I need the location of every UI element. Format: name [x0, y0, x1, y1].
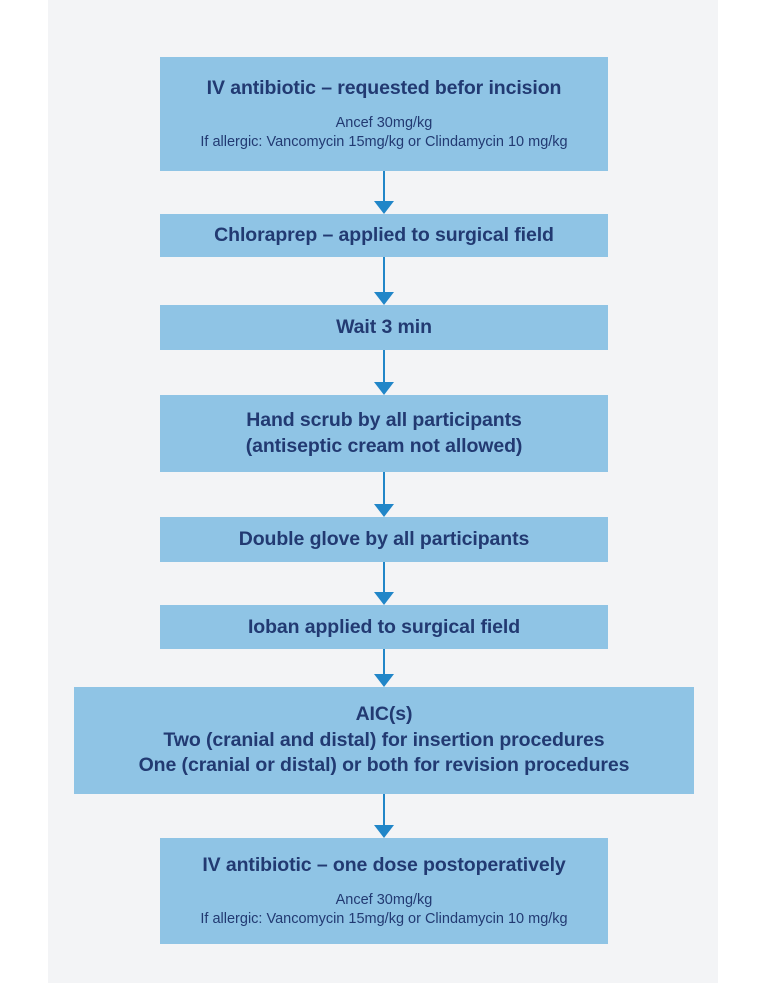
flow-node-title: Wait 3 min — [336, 316, 432, 339]
diagram-canvas: IV antibiotic – requested befor incision… — [48, 0, 718, 983]
flow-node-title: Ioban applied to surgical field — [247, 615, 521, 638]
flow-node-subtitle: Ancef 30mg/kg If allergic: Vancomycin 15… — [200, 114, 568, 150]
flow-node-iv-antibiotic-postop[interactable]: IV antibiotic – one dose postoperatively… — [160, 838, 608, 944]
arrow-shaft — [383, 472, 385, 504]
flow-node-title: IV antibiotic – requested befor incision — [206, 77, 562, 100]
flow-node-title: IV antibiotic – one dose postoperatively — [202, 854, 566, 877]
flow-node-hand-scrub[interactable]: Hand scrub by all participants (antisept… — [160, 395, 608, 472]
connector-arrow-3 — [374, 350, 394, 395]
flow-node-iv-antibiotic-preop[interactable]: IV antibiotic – requested befor incision… — [160, 57, 608, 171]
connector-arrow-4 — [374, 472, 394, 517]
arrow-shaft — [383, 794, 385, 825]
arrow-shaft — [383, 350, 385, 382]
arrow-shaft — [383, 171, 385, 201]
connector-arrow-1 — [374, 171, 394, 214]
flow-node-aic[interactable]: AIC(s) Two (cranial and distal) for inse… — [74, 687, 694, 794]
connector-arrow-2 — [374, 257, 394, 305]
flowchart: IV antibiotic – requested befor incision… — [48, 0, 718, 983]
flow-node-ioban[interactable]: Ioban applied to surgical field — [160, 605, 608, 649]
arrow-head-icon — [374, 382, 394, 395]
arrow-head-icon — [374, 825, 394, 838]
flow-node-wait-3-min[interactable]: Wait 3 min — [160, 305, 608, 350]
arrow-shaft — [383, 649, 385, 674]
connector-arrow-5 — [374, 562, 394, 605]
arrow-shaft — [383, 257, 385, 292]
connector-arrow-6 — [374, 649, 394, 687]
arrow-head-icon — [374, 292, 394, 305]
flow-node-title: Chloraprep – applied to surgical field — [214, 224, 554, 247]
arrow-head-icon — [374, 674, 394, 687]
flow-node-double-glove[interactable]: Double glove by all participants — [160, 517, 608, 562]
arrow-head-icon — [374, 504, 394, 517]
flow-node-title: Double glove by all participants — [238, 528, 530, 551]
flow-node-title: Hand scrub by all participants (antisept… — [245, 409, 523, 457]
connector-arrow-7 — [374, 794, 394, 838]
flow-node-subtitle: Ancef 30mg/kg If allergic: Vancomycin 15… — [200, 891, 568, 927]
arrow-shaft — [383, 562, 385, 592]
arrow-head-icon — [374, 201, 394, 214]
flow-node-chloraprep[interactable]: Chloraprep – applied to surgical field — [160, 214, 608, 257]
arrow-head-icon — [374, 592, 394, 605]
flow-node-title: AIC(s) Two (cranial and distal) for inse… — [138, 703, 630, 777]
